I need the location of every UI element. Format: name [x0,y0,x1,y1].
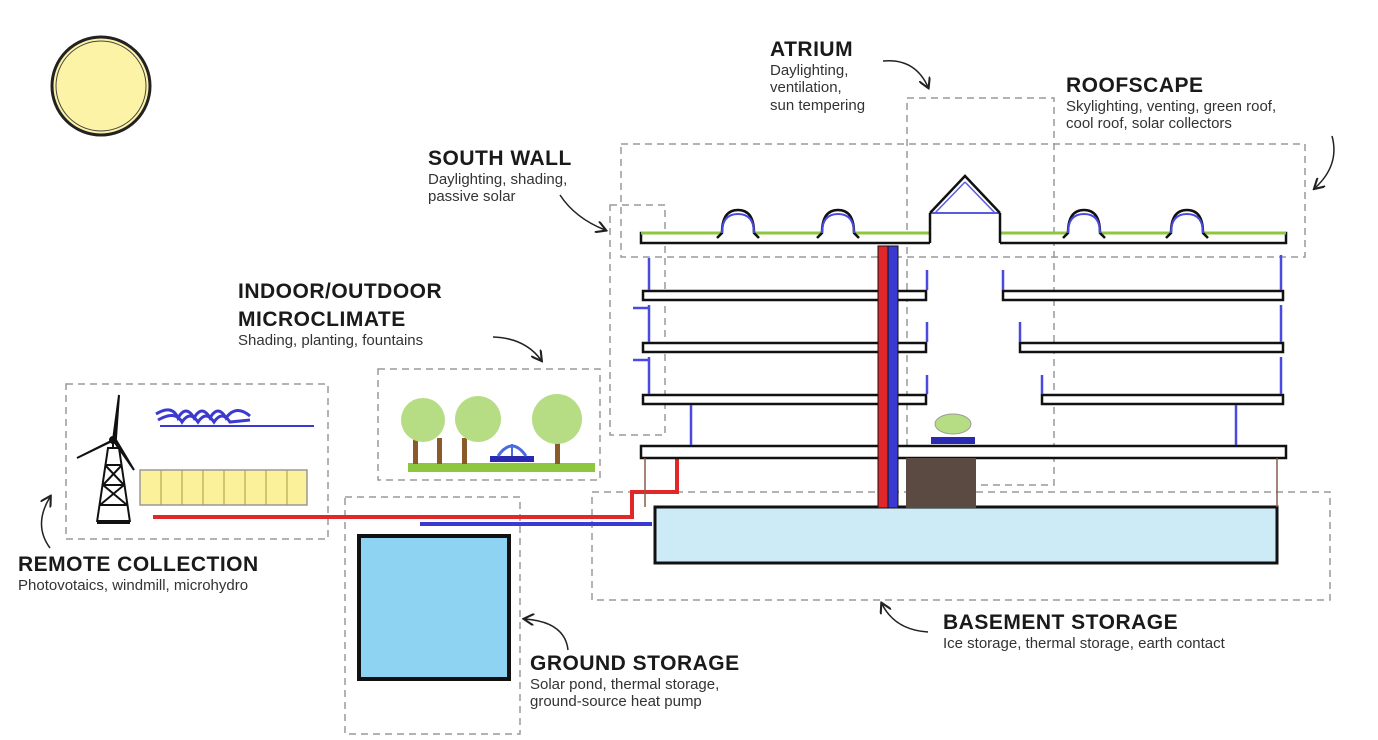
cold-riser [887,245,899,509]
roofscape-zone [620,143,1306,258]
remote-collection-zone [65,383,329,540]
basement-storage-label: BASEMENT STORAGE Ice storage, thermal st… [943,611,1225,652]
roofscape-desc-line-2: cool roof, solar collectors [1066,115,1232,133]
atrium-desc-line-1: Daylighting, [770,62,849,80]
supply-pipes [153,457,679,526]
ground-storage-label: GROUND STORAGE Solar pond, thermal stora… [530,652,740,711]
sun-icon [50,35,152,137]
windmill-icon [76,394,135,524]
basement-storage-zone [591,491,1331,601]
ground-storage-desc-line-2: ground-source heat pump [530,693,702,711]
basement-storage-title: BASEMENT STORAGE [943,611,1179,634]
ground-storage-zone [344,496,521,735]
atrium-title: ATRIUM [770,38,854,61]
basement-storage-desc: Ice storage, thermal storage, earth cont… [943,635,1225,653]
basement-tank [653,505,1279,565]
south-wall-label: SOUTH WALL Daylighting, shading, passive… [428,147,572,206]
atrium-desc-line-2: ventilation, [770,79,842,97]
south-wall-desc-line-2: passive solar [428,188,516,206]
roofscape-label: ROOFSCAPE Skylighting, venting, green ro… [1066,74,1276,133]
roofscape-desc-line-1: Skylighting, venting, green roof, [1066,98,1277,116]
microclimate-title-line-1: INDOOR/OUTDOOR [238,280,443,303]
hot-riser [877,245,889,509]
remote-collection-title: REMOTE COLLECTION [18,553,259,576]
microclimate-label: INDOOR/OUTDOOR MICROCLIMATE Shading, pla… [238,280,442,350]
microclimate-desc: Shading, planting, fountains [238,332,424,350]
remote-collection-label: REMOTE COLLECTION Photovotaics, windmill… [18,553,259,594]
microclimate-zone [377,368,601,481]
ground-storage-title: GROUND STORAGE [530,652,740,675]
building-section [633,174,1288,509]
microclimate-title-line-2: MICROCLIMATE [238,308,406,332]
photovoltaic-panels [139,469,308,506]
ground-storage-pond [357,534,511,681]
remote-collection-desc: Photovotaics, windmill, microhydro [18,577,249,595]
ground-storage-desc-line-1: Solar pond, thermal storage, [530,676,720,694]
microhydro-icon [155,408,314,427]
south-wall-zone [609,204,666,436]
fountain-icon [490,444,534,462]
atrium-label: ATRIUM Daylighting, ventilation, sun tem… [770,38,865,114]
south-wall-title: SOUTH WALL [428,147,572,170]
roofscape-title: ROOFSCAPE [1066,74,1204,97]
microclimate-landscape [401,394,595,472]
atrium-desc-line-3: sun tempering [770,96,866,114]
south-wall-desc-line-1: Daylighting, shading, [428,171,568,189]
